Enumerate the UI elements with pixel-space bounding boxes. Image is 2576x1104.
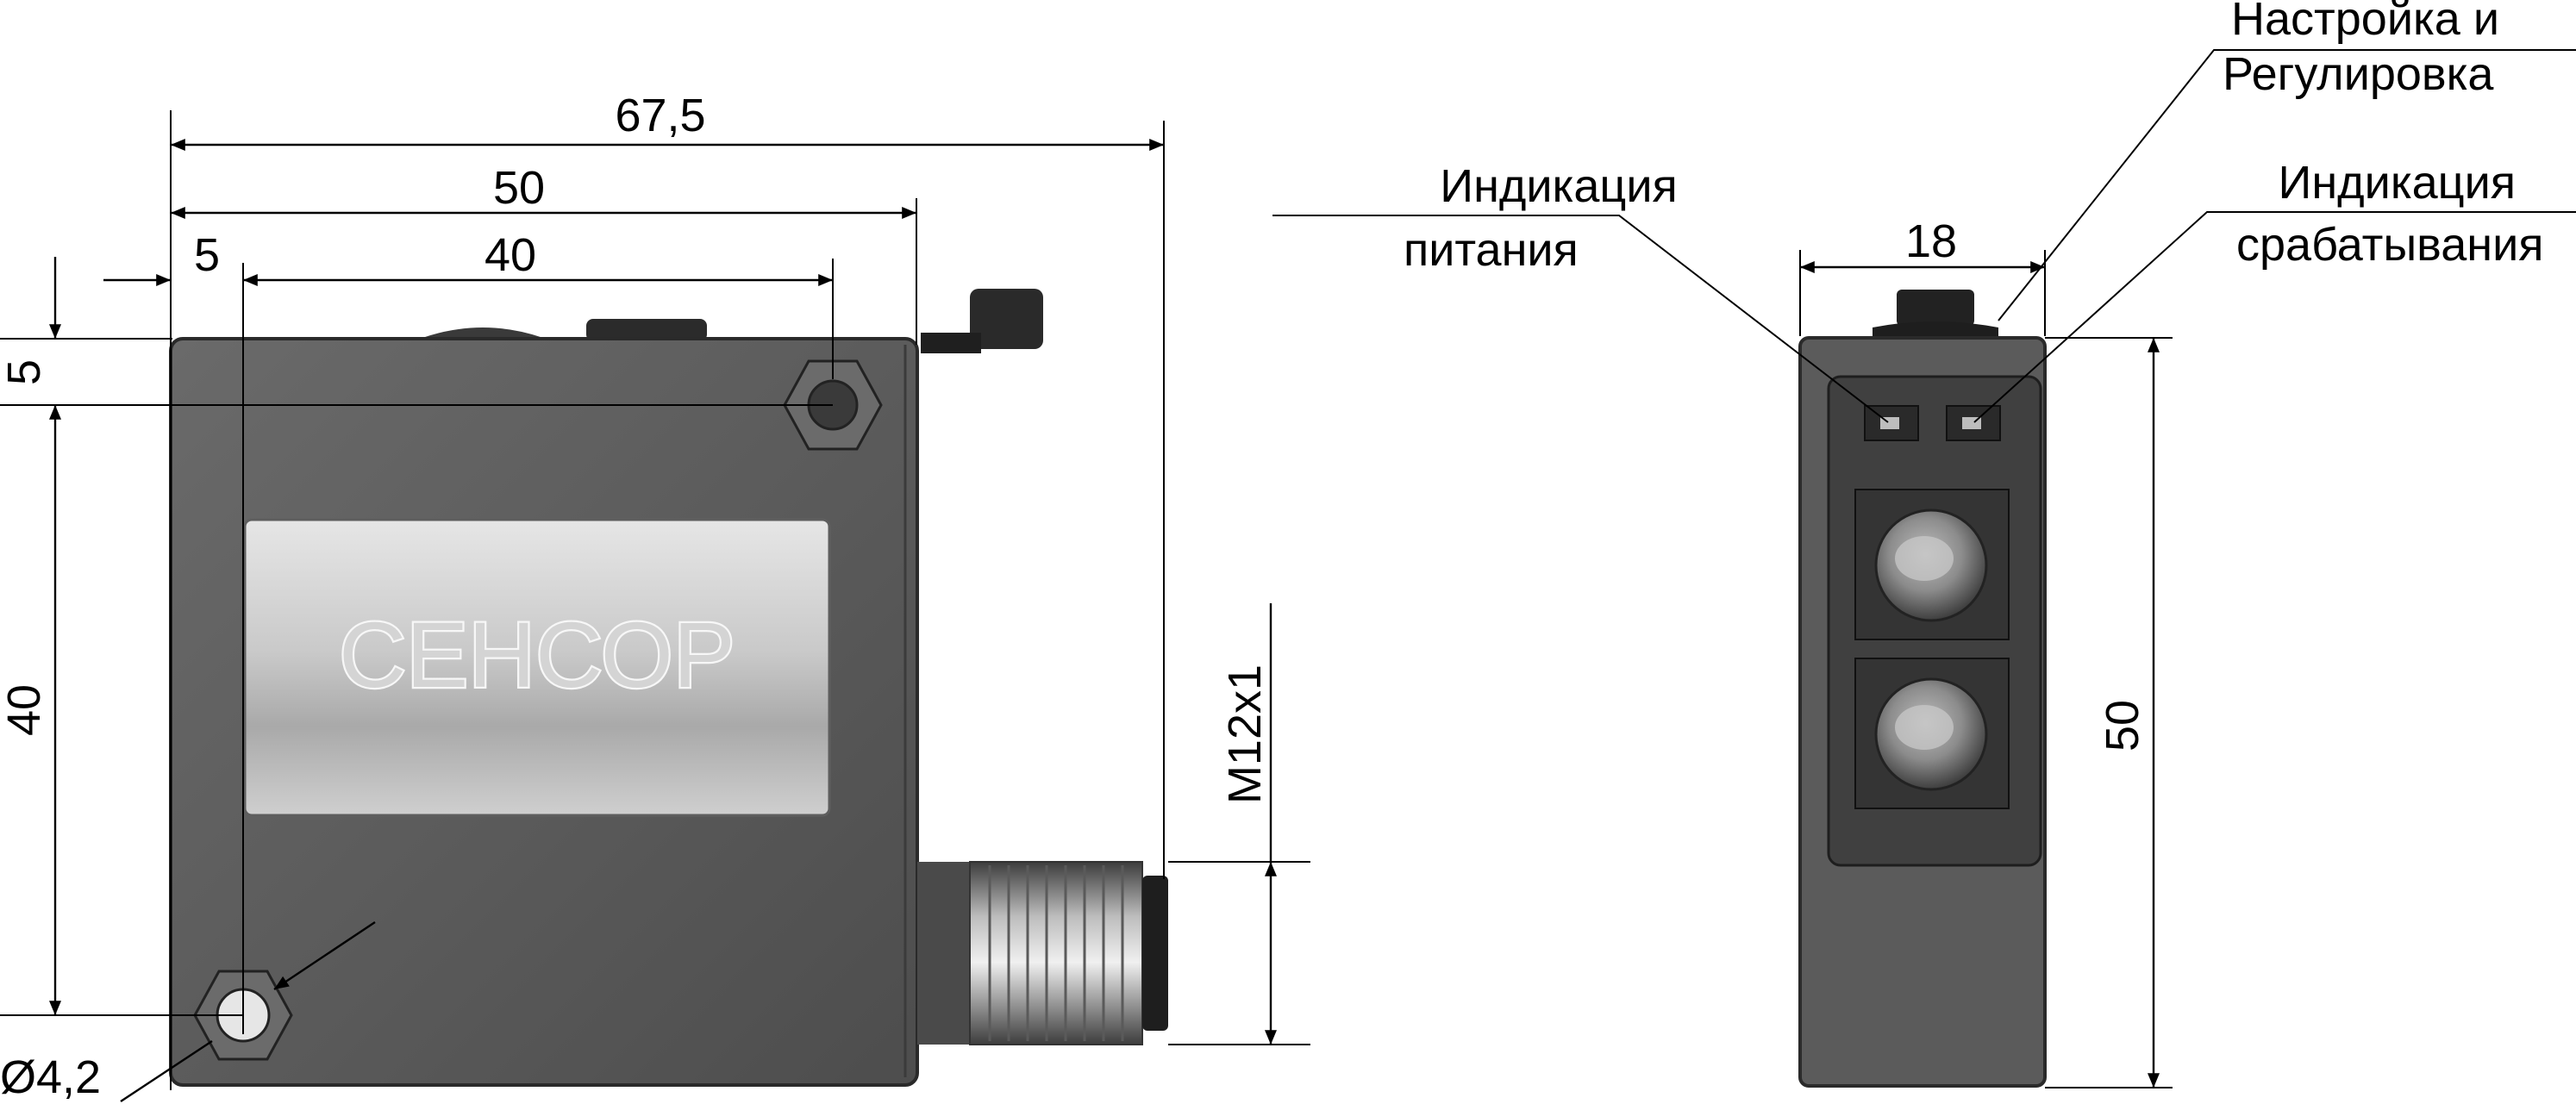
dim-hole-diameter: Ø4,2 xyxy=(0,1051,101,1103)
m12-connector xyxy=(917,861,1168,1045)
dim-40-left: 40 xyxy=(0,684,50,736)
label-power-line2: питания xyxy=(1404,224,1579,276)
top-adjust-knob xyxy=(1897,290,1974,326)
top-knob xyxy=(422,327,543,338)
label-plate xyxy=(243,518,831,817)
label-trigger-line1: Индикация xyxy=(2279,157,2516,209)
front-view xyxy=(1798,290,2047,1088)
side-view: СЕНСОР СЕНСОР xyxy=(169,289,1168,1087)
dim-5-left: 5 xyxy=(0,359,50,385)
dim-thread: M12x1 xyxy=(1219,664,1271,804)
dim-67-5: 67,5 xyxy=(615,90,705,141)
left-dimension-lines xyxy=(49,139,1277,1103)
left-extension-lines xyxy=(0,110,1310,1090)
label-adjust-line1: Настройка и xyxy=(2231,0,2499,45)
dim-18: 18 xyxy=(1905,215,1957,267)
dim-50-right: 50 xyxy=(2097,700,2148,752)
dim-50-top: 50 xyxy=(493,162,545,214)
label-trigger-line2: срабатывания xyxy=(2236,219,2543,271)
callout-leaders xyxy=(1272,49,2576,423)
label-adjust-line2: Регулировка xyxy=(2223,48,2494,100)
side-tab xyxy=(970,289,1043,349)
label-power-line1: Индикация xyxy=(1440,160,1677,212)
dim-5-top: 5 xyxy=(194,229,220,281)
top-connector-cap xyxy=(586,319,707,341)
dim-40-top: 40 xyxy=(485,229,536,281)
right-dimension-lines xyxy=(1799,250,2173,1088)
brand-logo: СЕНСОР xyxy=(339,602,735,707)
brand-logo-outline: СЕНСОР xyxy=(339,602,735,707)
